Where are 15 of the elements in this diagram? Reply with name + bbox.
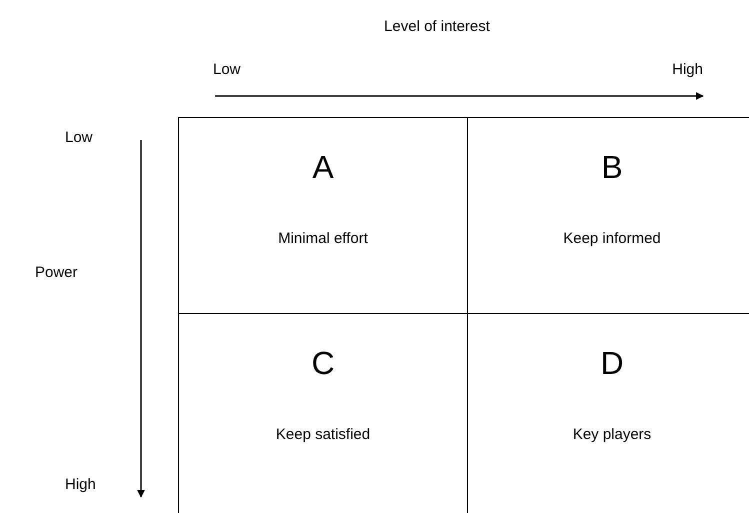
quadrant-label: Keep satisfied (276, 426, 370, 444)
quadrant-letter: D (600, 344, 624, 382)
axis-title: Level of interest (384, 18, 490, 36)
axis-label: Low (213, 61, 241, 79)
axis-title: Power (35, 264, 78, 282)
quadrant-label: Keep informed (563, 230, 661, 248)
quadrant-letter: A (312, 148, 334, 186)
quadrant-letter: B (601, 148, 623, 186)
quadrant-letter: C (311, 344, 335, 382)
axis-label: High (65, 476, 96, 494)
axis-label: Low (65, 129, 93, 147)
quadrant-label: Key players (572, 426, 652, 444)
axis-label: High (672, 61, 703, 79)
quadrant-cell (178, 117, 468, 314)
quadrant-label: Minimal effort (278, 230, 368, 248)
